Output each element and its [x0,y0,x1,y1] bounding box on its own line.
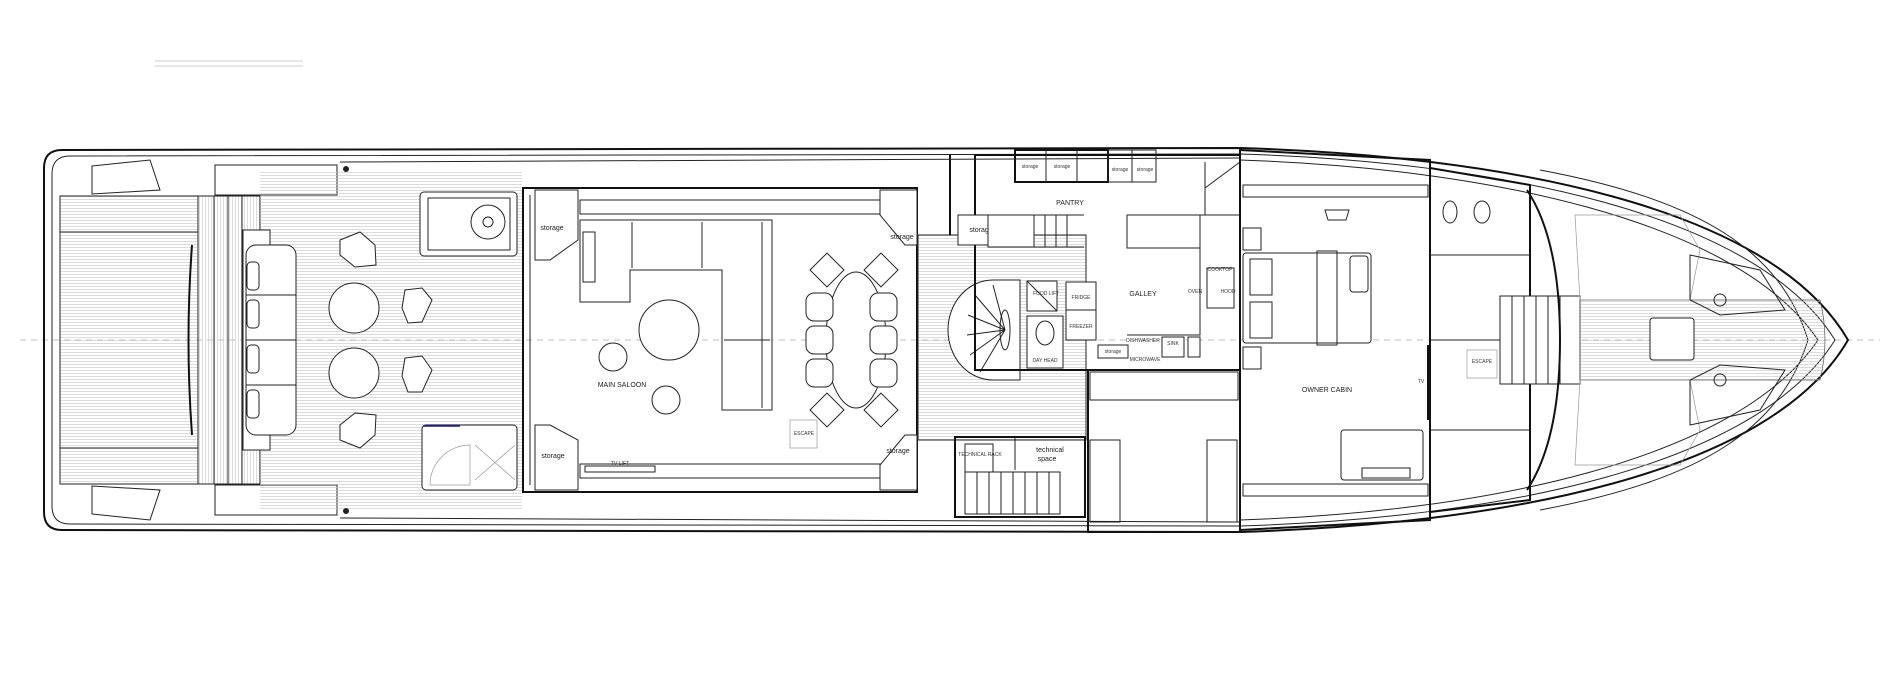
saloon-sofa [579,219,773,411]
storage-label: storage [1112,167,1129,173]
galley-area: storage storage storage storage PANTRY s… [957,149,1241,371]
dishwasher-label: DISHWASHER [1126,338,1160,344]
lounge-chair [339,412,377,449]
technical-rack-label: TECHNICAL RACK [958,452,1002,458]
lounge-chair [401,355,433,393]
storage-label: storage [541,453,564,460]
bidet-icon [1442,200,1458,224]
cleat [343,508,349,514]
storage-label: storage [890,234,913,241]
windlass-icon [1713,373,1727,387]
side-table [598,342,628,372]
dining-set [805,252,899,428]
storage-label: storage [886,448,909,455]
day-head-label: DAY HEAD [1032,358,1057,364]
storage-label: storage [969,227,992,234]
storage-label: storage [1054,164,1071,170]
owner-cabin: TV OWNER CABIN [1239,148,1431,532]
tv-label: TV [1418,379,1425,385]
windlass-icon [1713,293,1727,307]
aft-stair-block [419,191,518,257]
technical-space-label: space [1038,456,1057,463]
cleat [343,166,349,172]
title-rule [155,60,303,67]
escape-hatch-label: ESCAPE [794,431,815,437]
desk [1340,429,1424,481]
toilet-icon [1035,320,1055,346]
storage-label: storage [1105,349,1122,355]
hood-label: HOOD [1221,289,1236,295]
day-head: DAY HEAD [1026,315,1064,369]
sink-label: SINK [1167,341,1179,347]
toilet-icon [1473,200,1491,224]
storage-label: storage [540,225,563,232]
forward-heads: ESCAPE [1429,166,1581,514]
tv-lift-label: TV LIFT [611,461,629,467]
oven-label: OVEN [1188,289,1203,295]
pantry-label: PANTRY [1056,200,1084,207]
technical-space-label: technical [1036,447,1064,454]
galley-label: GALLEY [1129,291,1157,298]
spiral-stair [947,279,1021,381]
foredeck [1574,214,1826,466]
aft-spiral-stair [421,424,518,491]
lounge-chair [401,287,433,324]
main-saloon: MAIN SALOON ESCAPE TV LIFT storage stora… [522,187,918,493]
escape-hatch-label: ESCAPE [1472,359,1493,365]
aft-sofa [245,244,297,436]
storage-label: storage [1137,167,1154,173]
deck-edge [339,157,1241,523]
stair-lobby [917,155,1087,441]
owner-cabin-label: OWNER CABIN [1302,387,1352,394]
cooktop-label: COOKTOP [1208,267,1234,273]
aft-deck [242,166,522,514]
double-bed [1242,227,1372,370]
food-lift-label: FOOD LIFT [1033,291,1059,297]
coffee-table [638,299,700,361]
storage-label: storage [1022,164,1039,170]
lounge-chair [339,231,377,268]
aft-table [328,282,380,334]
lower-corridor: TECHNICAL RACK technical space [954,369,1241,533]
galley-island [1126,214,1201,249]
forward-stair [1499,295,1581,385]
desk-chair [1324,209,1350,221]
fridge-label: FRIDGE [1072,295,1092,301]
aft-table [328,347,380,399]
side-table [651,385,681,415]
foredeck-hatch [1649,317,1695,361]
main-saloon-label: MAIN SALOON [598,382,647,389]
freezer-label: FREEZER [1069,324,1093,330]
microwave-label: MICROWAVE [1130,357,1161,363]
